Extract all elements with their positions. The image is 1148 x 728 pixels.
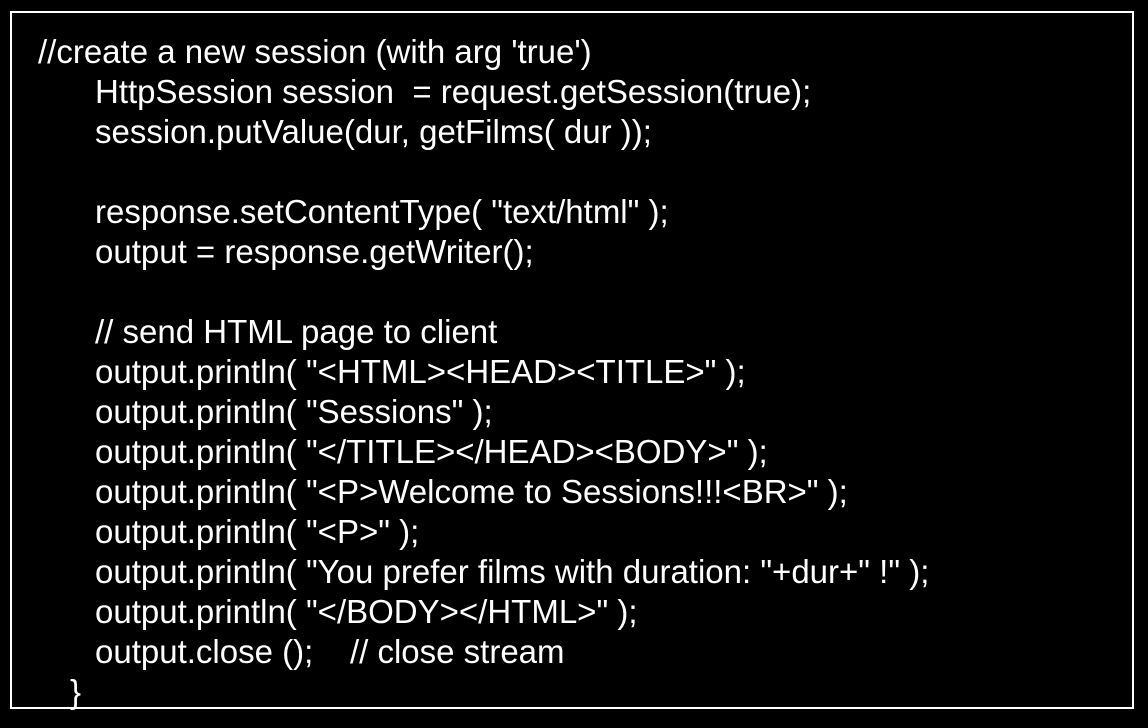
code-frame: //create a new session (with arg 'true')… [10, 11, 1134, 712]
code-line: //create a new session (with arg 'true') [38, 33, 592, 70]
code-line: output.close (); // close stream [95, 633, 565, 670]
code-line: session.putValue(dur, getFilms( dur )); [95, 113, 652, 150]
code-line: output.println( "<P>" ); [95, 513, 420, 550]
code-line: HttpSession session = request.getSession… [95, 73, 812, 110]
code-line: } [70, 673, 82, 710]
code-line: output.println( "Sessions" ); [95, 393, 493, 430]
code-line: output = response.getWriter(); [95, 233, 534, 270]
code-line: // send HTML page to client [95, 313, 498, 350]
code-line: output.println( "You prefer films with d… [95, 553, 930, 590]
code-line: response.setContentType( "text/html" ); [95, 193, 669, 230]
code-line [38, 152, 929, 192]
code-line: output.println( "</BODY></HTML>" ); [95, 593, 638, 630]
code-line: output.println( "</TITLE></HEAD><BODY>" … [95, 433, 768, 470]
code-line: output.println( "<HTML><HEAD><TITLE>" ); [95, 353, 746, 390]
code-block: //create a new session (with arg 'true')… [38, 32, 929, 712]
code-line [38, 272, 929, 312]
code-line: output.println( "<P>Welcome to Sessions!… [95, 473, 848, 510]
